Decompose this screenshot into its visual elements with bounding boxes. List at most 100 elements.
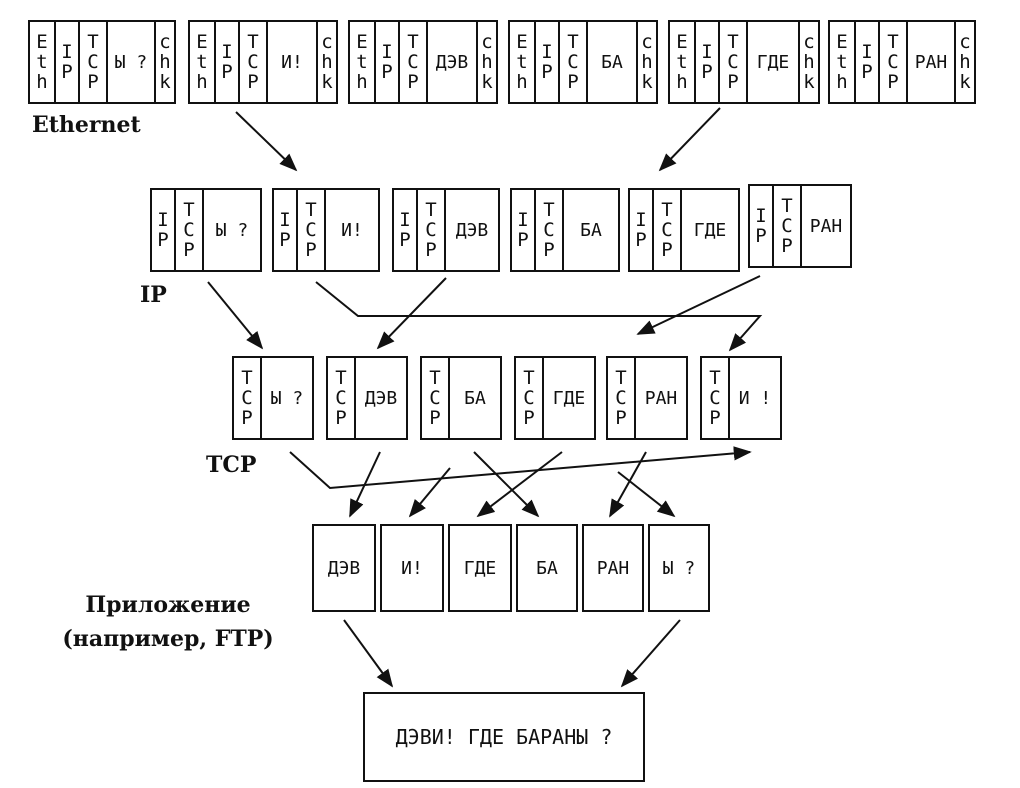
ip-header-char: P — [279, 229, 291, 251]
ip-header-char: P — [517, 229, 529, 251]
tcp-header-char: T — [183, 199, 195, 221]
ip-header-char: P — [635, 229, 647, 251]
tcp-header-char: C — [567, 51, 579, 73]
eth-header-char: h — [676, 71, 688, 93]
ip-header-char: P — [61, 61, 73, 83]
arrow-ip-to-tcp-2 — [315, 281, 763, 352]
application-frame-6: Ы ? — [648, 524, 710, 612]
tcp-header-char: T — [709, 367, 721, 389]
eth-header-char: E — [356, 31, 368, 53]
eth-header-char: E — [516, 31, 528, 53]
tcp-header-char: T — [335, 367, 347, 389]
chk-trailer-char: c — [481, 31, 493, 53]
ip-header-char: I — [701, 41, 713, 63]
eth-header-char: E — [676, 31, 688, 53]
ip-header-char: I — [399, 209, 411, 231]
arrow-ip-to-tcp-4 — [636, 275, 761, 335]
tcp-header-char: C — [407, 51, 419, 73]
tcp-header-char: C — [709, 387, 721, 409]
eth-header-char: E — [36, 31, 48, 53]
application-payload: Ы ? — [662, 557, 696, 579]
chk-trailer-char: k — [321, 71, 333, 93]
arrow-eth-to-ip-1 — [235, 111, 298, 172]
application-label-line2: (например, FTP) — [62, 626, 274, 652]
tcp-header-char: T — [247, 31, 259, 53]
eth-header-char: E — [196, 31, 208, 53]
ip-header-char: I — [635, 209, 647, 231]
eth-header-char: h — [196, 71, 208, 93]
application-payload: РАН — [596, 557, 630, 579]
ethernet-payload: ГДЕ — [748, 22, 800, 102]
tcp-header-char: C — [335, 387, 347, 409]
tcp-header-char: C — [661, 219, 673, 241]
tcp-header-char: P — [615, 407, 627, 429]
tcp-header-char: P — [87, 71, 99, 93]
ip-header-char: I — [157, 209, 169, 231]
eth-header-char: t — [36, 51, 48, 73]
ip-header-char: P — [755, 225, 767, 247]
application-label-line1: Приложение — [85, 592, 251, 618]
application-payload: ГДЕ — [463, 557, 497, 579]
arrow-tcp-to-app-4 — [476, 451, 563, 518]
arrow-eth-to-ip-2 — [658, 107, 721, 172]
arrow-app-to-final-2 — [620, 619, 681, 688]
tcp-header-char: P — [543, 239, 555, 261]
chk-trailer-char: c — [959, 31, 971, 53]
arrow-tcp-to-app-3 — [473, 451, 540, 518]
application-frame-4: БА — [516, 524, 578, 612]
tcp-payload: ГДЕ — [552, 387, 586, 409]
application-frame-2: И! — [380, 524, 444, 612]
tcp-header-char: P — [407, 71, 419, 93]
chk-trailer-char: h — [159, 51, 171, 73]
arrow-ip-to-tcp-1 — [207, 281, 264, 350]
chk-trailer-char: h — [321, 51, 333, 73]
chk-trailer-char: k — [481, 71, 493, 93]
chk-trailer-char: k — [803, 71, 815, 93]
tcp-header-char: T — [241, 367, 253, 389]
tcp-header-char: P — [661, 239, 673, 261]
tcp-header-char: C — [887, 51, 899, 73]
ip-payload: ДЭВ — [455, 219, 489, 241]
tcp-header-char: C — [523, 387, 535, 409]
tcp-label: TCP — [206, 452, 257, 478]
chk-trailer-char: c — [641, 31, 653, 53]
arrow-ip-to-tcp-3 — [376, 277, 447, 350]
ethernet-payload: РАН — [908, 22, 956, 102]
eth-header-char: h — [36, 71, 48, 93]
tcp-header-char: P — [183, 239, 195, 261]
tcp-header-char: P — [429, 407, 441, 429]
arrow-tcp-to-app-2 — [349, 451, 381, 518]
tcp-header-char: T — [567, 31, 579, 53]
tcp-header-char: C — [727, 51, 739, 73]
chk-trailer-char: h — [803, 51, 815, 73]
ip-header-char: P — [399, 229, 411, 251]
tcp-header-char: C — [781, 215, 793, 237]
ip-header-char: I — [279, 209, 291, 231]
ethernet-payload: И! — [268, 22, 318, 102]
tcp-header-char: P — [781, 235, 793, 257]
ip-header-char: P — [381, 61, 393, 83]
